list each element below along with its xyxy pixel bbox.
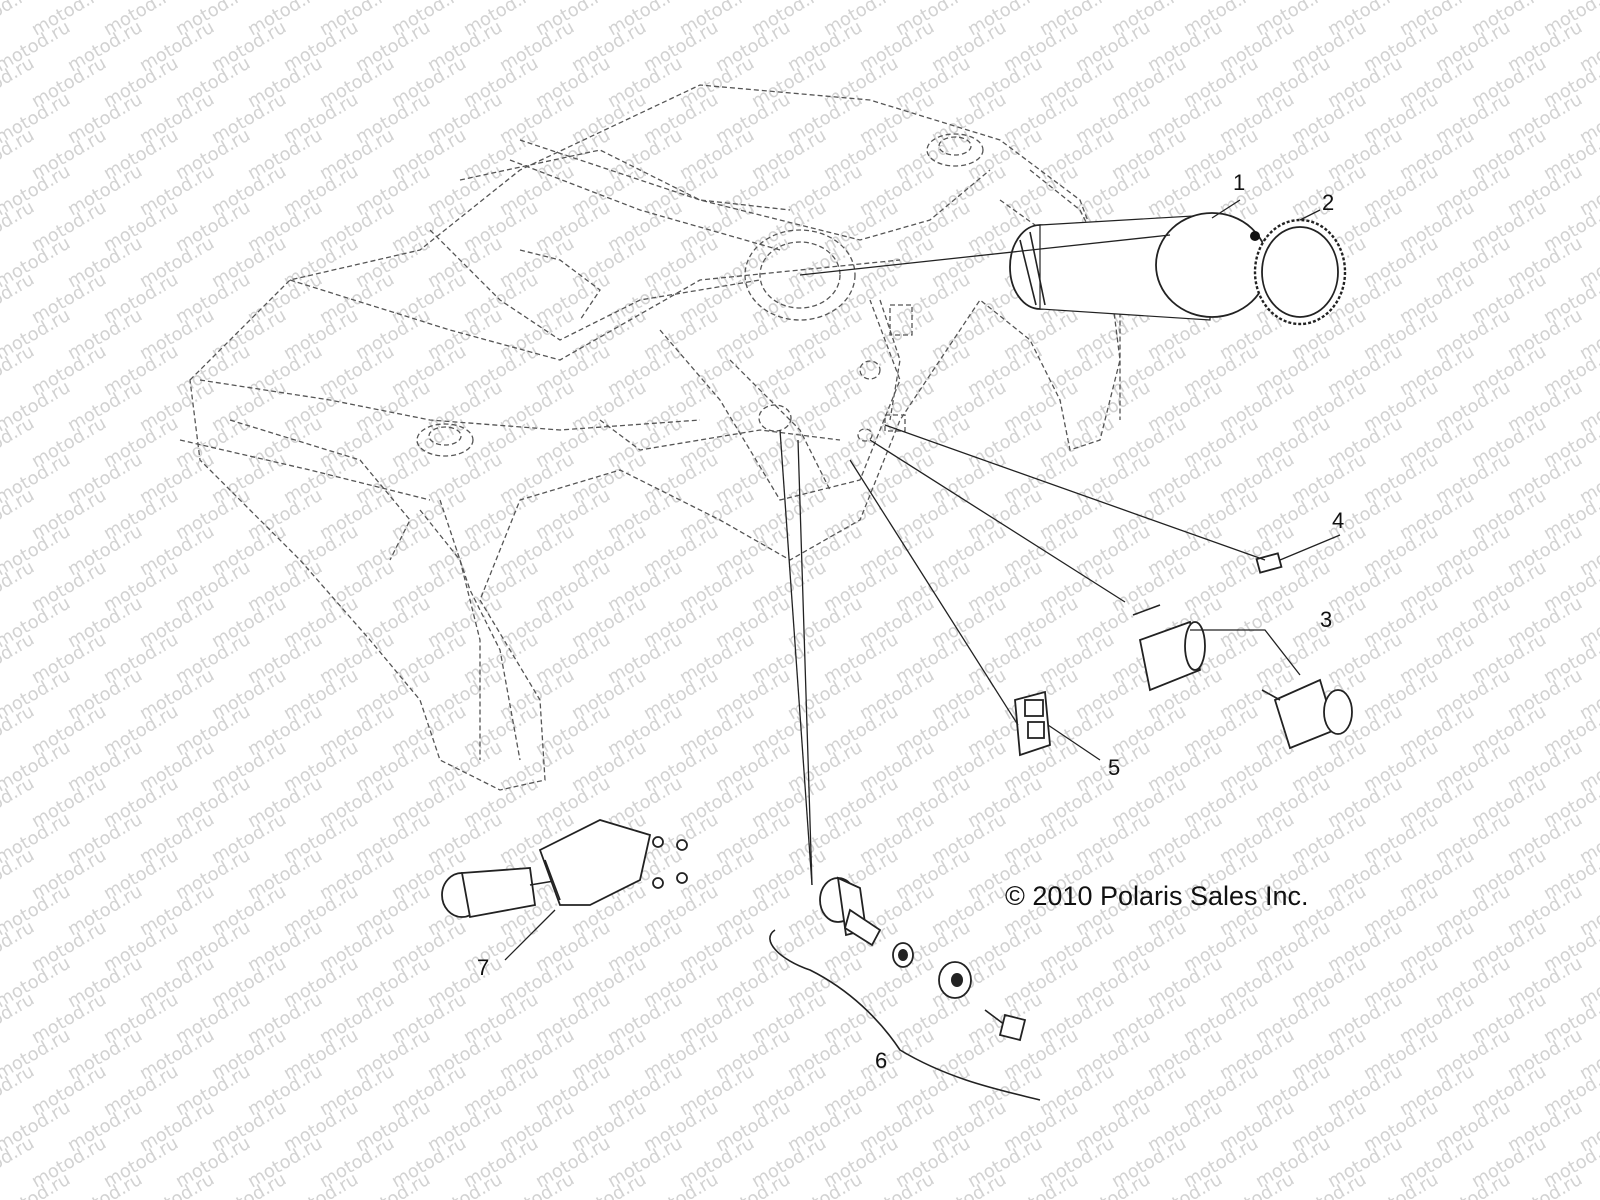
callout-3: 3 bbox=[1320, 607, 1332, 632]
bezel-ring-icon bbox=[1253, 218, 1347, 326]
callout-1: 1 bbox=[1233, 170, 1245, 195]
copyright-text: © 2010 Polaris Sales Inc. bbox=[1005, 881, 1309, 911]
callout-2: 2 bbox=[1322, 190, 1334, 215]
rocker-switch-icon bbox=[1014, 690, 1051, 757]
callout-5: 5 bbox=[1108, 755, 1120, 780]
callout-4: 4 bbox=[1332, 508, 1344, 533]
callout-7: 7 bbox=[477, 955, 489, 980]
gauge-icon bbox=[1009, 212, 1269, 321]
watermark-text: motod.ru bbox=[1576, 0, 1600, 4]
callout-6: 6 bbox=[875, 1048, 887, 1073]
